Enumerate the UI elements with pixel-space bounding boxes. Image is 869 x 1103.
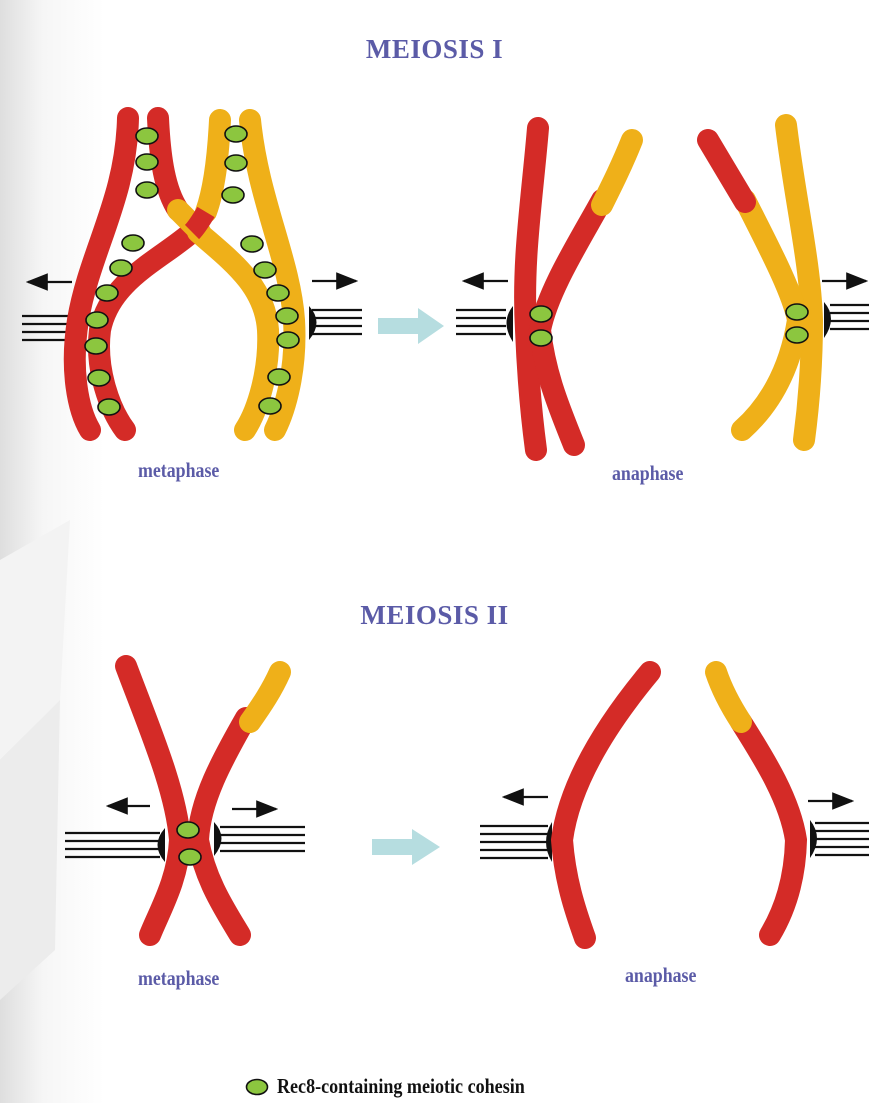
- meiosis-1-anaphase-left-chromosome: [456, 128, 632, 450]
- kinetochore: [810, 820, 817, 858]
- kinetochore: [507, 306, 514, 342]
- meiosis-1-metaphase-bivalent: [22, 118, 362, 430]
- progression-arrow: [372, 829, 440, 865]
- meiosis-2-anaphase-right-chromatid: [716, 672, 869, 935]
- kinetochore: [824, 302, 831, 338]
- spindle-fibers-left: [22, 316, 70, 340]
- meiosis-2-anaphase-left-chromatid: [480, 672, 650, 938]
- meiosis-2-metaphase-chromosome: [65, 666, 305, 935]
- legend: Rec8-containing meiotic cohesin: [245, 1074, 565, 1099]
- legend-label: Rec8-containing meiotic cohesin: [277, 1074, 525, 1099]
- cohesin-legend-icon: [245, 1078, 269, 1096]
- meiosis-1-anaphase-right-chromosome: [708, 125, 869, 440]
- spindle-fibers-right: [312, 310, 362, 334]
- progression-arrow: [378, 308, 444, 344]
- kinetochore: [546, 822, 552, 862]
